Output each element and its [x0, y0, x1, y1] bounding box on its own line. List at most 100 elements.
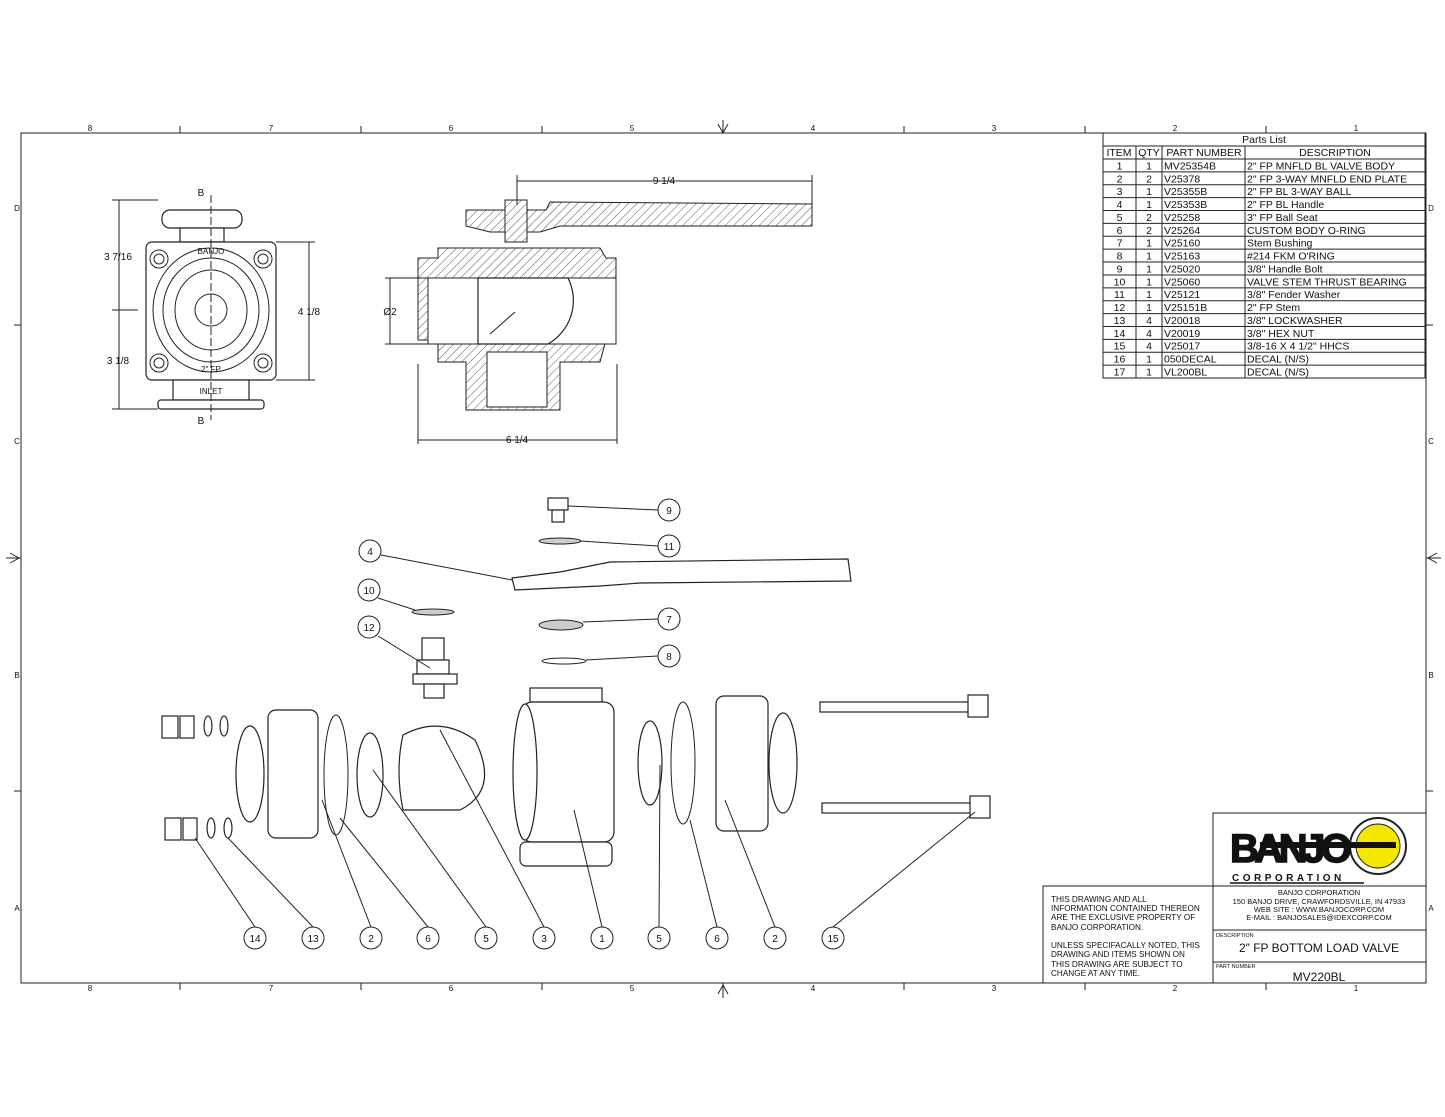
svg-text:10: 10 — [363, 586, 375, 597]
parts-list-cell: V25151B — [1164, 302, 1207, 314]
balloon-2b: 2 — [763, 926, 787, 950]
balloon-4: 4 — [358, 539, 382, 563]
parts-list-cell: DECAL (N/S) — [1247, 354, 1309, 366]
balloon-3: 3 — [532, 926, 556, 950]
parts-list-cell: V25355B — [1164, 186, 1207, 198]
svg-text:D: D — [1428, 204, 1434, 213]
parts-list-cell: VALVE STEM THRUST BEARING — [1247, 276, 1407, 288]
parts-list-cell: CUSTOM BODY O-RING — [1247, 225, 1366, 237]
svg-text:8: 8 — [88, 984, 93, 993]
svg-text:A: A — [1428, 904, 1434, 913]
parts-list-cell: V20019 — [1164, 328, 1200, 340]
parts-list-cell: 2" FP MNFLD BL VALVE BODY — [1247, 160, 1395, 172]
notice-text: THIS DRAWING AND ALL INFORMATION CONTAIN… — [1051, 895, 1200, 978]
parts-list-cell: 1 — [1146, 160, 1152, 172]
svg-text:15: 15 — [827, 934, 839, 945]
svg-text:5: 5 — [630, 984, 635, 993]
svg-text:4: 4 — [367, 547, 373, 558]
svg-text:CHANGE AT ANY TIME.: CHANGE AT ANY TIME. — [1051, 969, 1140, 978]
parts-list-cell: V25264 — [1164, 225, 1200, 237]
svg-text:INFORMATION CONTAINED THEREON: INFORMATION CONTAINED THEREON — [1051, 904, 1200, 913]
balloon-8: 8 — [657, 644, 681, 668]
svg-text:BANJO CORPORATION: BANJO CORPORATION — [1278, 888, 1360, 897]
parts-list-cell: V25160 — [1164, 238, 1200, 250]
svg-text:7: 7 — [666, 615, 672, 626]
svg-text:2: 2 — [1173, 984, 1178, 993]
parts-list-cell: 3/8" LOCKWASHER — [1247, 315, 1343, 327]
svg-text:B: B — [198, 416, 205, 427]
parts-list-cell: V25020 — [1164, 263, 1200, 275]
svg-text:9: 9 — [666, 506, 672, 517]
svg-text:5: 5 — [656, 934, 662, 945]
svg-text:PART NUMBER: PART NUMBER — [1216, 964, 1255, 970]
parts-list-cell: 3/8" Handle Bolt — [1247, 263, 1323, 275]
svg-text:2: 2 — [1173, 124, 1178, 133]
svg-text:E-MAIL : BANJOSALES@IDEXCORP.C: E-MAIL : BANJOSALES@IDEXCORP.COM — [1246, 913, 1392, 922]
parts-list-cell: 4 — [1146, 328, 1152, 340]
svg-text:UNLESS SPECIFACALLY NOTED, THI: UNLESS SPECIFACALLY NOTED, THIS — [1051, 941, 1200, 950]
svg-text:2: 2 — [368, 934, 374, 945]
svg-text:5: 5 — [483, 934, 489, 945]
parts-list-cell: 4 — [1117, 199, 1123, 211]
parts-list-cell: 2" FP 3-WAY MNFLD END PLATE — [1247, 173, 1407, 185]
svg-text:7: 7 — [269, 124, 274, 133]
callout-balloons: 9 11 4 10 12 7 8 14 13 2 6 5 3 1 5 6 2 1… — [243, 498, 845, 950]
parts-list-cell: 15 — [1114, 341, 1126, 353]
svg-text:9 1/4: 9 1/4 — [653, 176, 676, 187]
svg-text:THIS DRAWING ARE SUBJECT TO: THIS DRAWING ARE SUBJECT TO — [1051, 960, 1183, 969]
parts-list-cell: 1 — [1146, 186, 1152, 198]
parts-list-cell: 2 — [1146, 212, 1152, 224]
parts-list-cell: 2 — [1146, 225, 1152, 237]
balloon-10: 10 — [357, 578, 381, 602]
svg-text:DESCRIPTION: DESCRIPTION — [1299, 147, 1371, 159]
parts-list-cell: V25353B — [1164, 199, 1207, 211]
svg-text:12: 12 — [363, 623, 375, 634]
svg-text:13: 13 — [307, 934, 319, 945]
svg-text:ARE THE EXCLUSIVE PROPERTY OF: ARE THE EXCLUSIVE PROPERTY OF — [1051, 913, 1195, 922]
parts-list-cell: 3 — [1117, 186, 1123, 198]
parts-list-cell: 3" FP Ball Seat — [1247, 212, 1318, 224]
svg-text:ITEM: ITEM — [1106, 147, 1131, 159]
parts-list-title: Parts List — [1242, 134, 1286, 146]
parts-list-cell: VL200BL — [1164, 367, 1207, 379]
balloon-12: 12 — [357, 615, 381, 639]
parts-list-cell: 1 — [1146, 302, 1152, 314]
svg-text:7: 7 — [269, 984, 274, 993]
svg-text:6: 6 — [449, 124, 454, 133]
balloon-5b: 5 — [647, 926, 671, 950]
parts-list-cell: 1 — [1146, 367, 1152, 379]
parts-list-cell: V25060 — [1164, 276, 1200, 288]
parts-list-cell: V25378 — [1164, 173, 1200, 185]
svg-text:BANJO CORPORATION.: BANJO CORPORATION. — [1051, 923, 1143, 932]
parts-list-cell: 10 — [1114, 276, 1126, 288]
svg-text:CORPORATION: CORPORATION — [1232, 873, 1345, 884]
parts-list-cell: 4 — [1146, 341, 1152, 353]
exploded-view — [161, 497, 991, 867]
balloon-9: 9 — [657, 498, 681, 522]
parts-list-cell: 4 — [1146, 315, 1152, 327]
svg-text:B: B — [1428, 671, 1433, 680]
zone-ticks — [6, 120, 1441, 998]
svg-text:BANJO: BANJO — [198, 247, 225, 256]
balloon-1: 1 — [590, 926, 614, 950]
svg-text:INLET: INLET — [200, 387, 223, 396]
svg-text:4: 4 — [811, 124, 816, 133]
svg-text:1: 1 — [1354, 984, 1359, 993]
svg-text:QTY: QTY — [1138, 147, 1160, 159]
parts-list-cell: 7 — [1117, 238, 1123, 250]
balloon-13: 13 — [301, 926, 325, 950]
parts-list-cell: V25258 — [1164, 212, 1200, 224]
parts-list-cell: V20018 — [1164, 315, 1200, 327]
svg-text:6: 6 — [449, 984, 454, 993]
parts-list-cell: 1 — [1146, 289, 1152, 301]
parts-list-cell: #214 FKM O'RING — [1247, 251, 1335, 263]
leader-lines — [194, 505, 976, 928]
